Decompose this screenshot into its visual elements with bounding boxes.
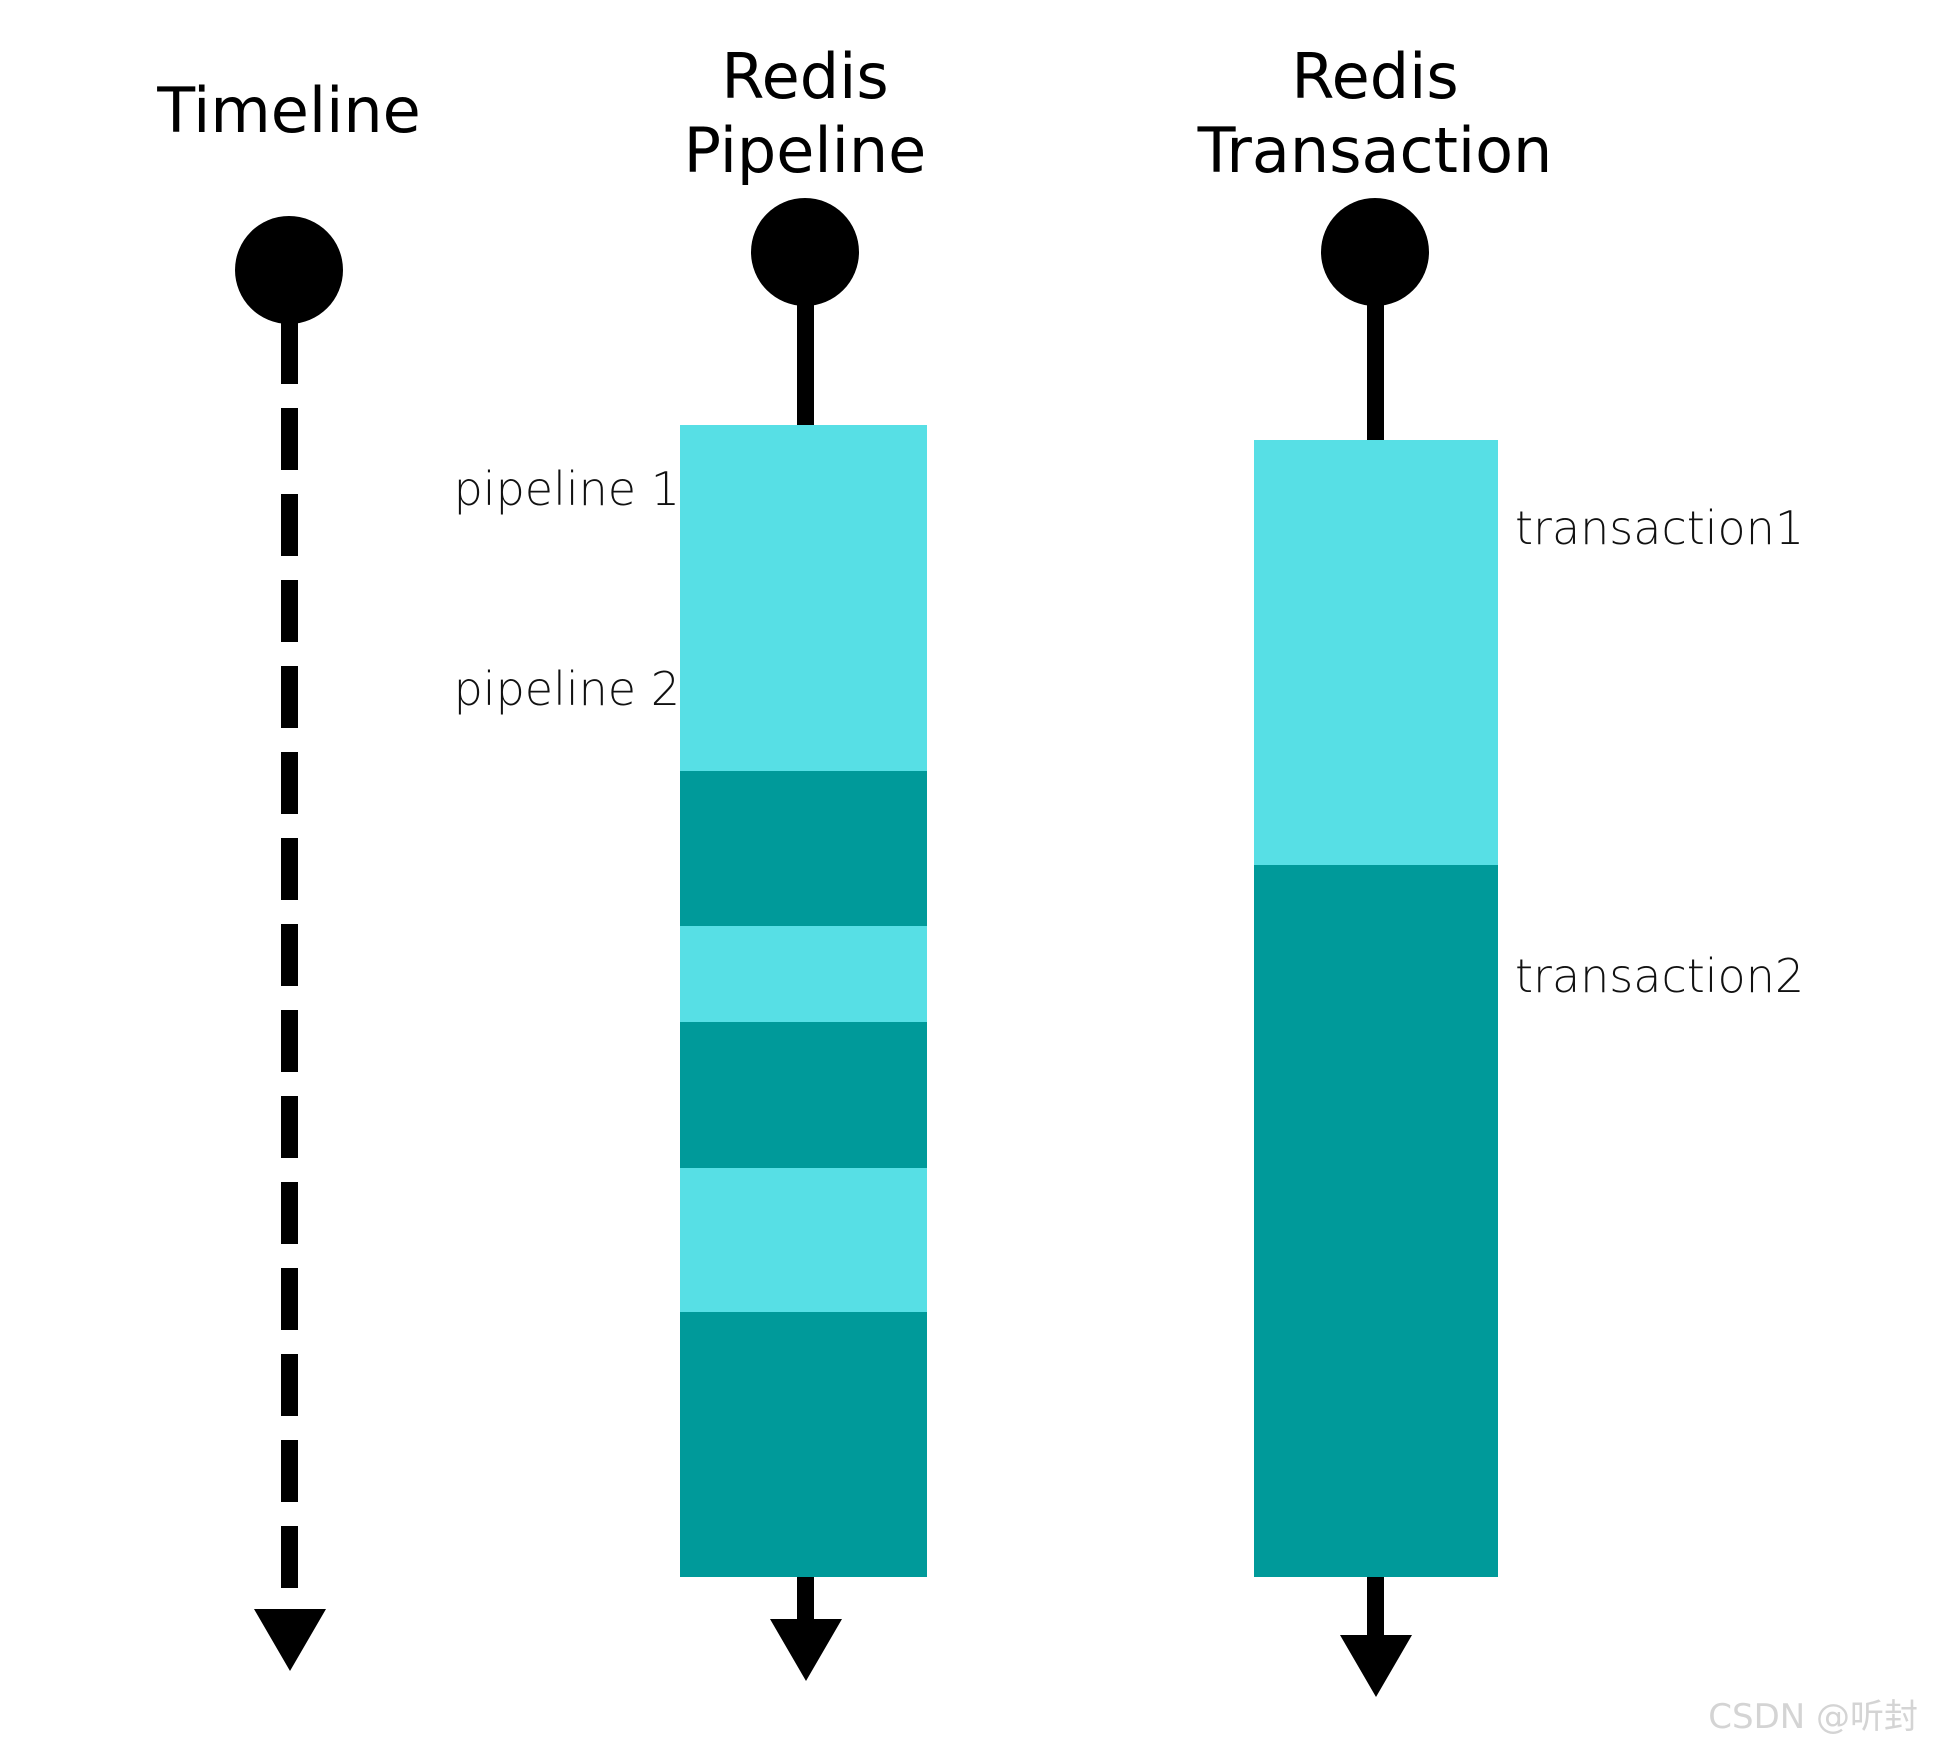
pipeline-start-dot-icon	[751, 198, 859, 306]
transaction-stacked-bar	[1254, 440, 1498, 1577]
pipeline-segment-1	[680, 425, 927, 771]
pipeline-connector-line	[797, 300, 814, 430]
csdn-watermark: CSDN @听封	[1708, 1697, 1918, 1737]
timeline-dashed-line	[281, 322, 298, 1594]
column-title-redis-pipeline: Redis Pipeline	[683, 40, 927, 187]
timeline-start-dot-icon	[235, 216, 343, 324]
transaction-segment-2	[1254, 865, 1498, 1577]
pipeline-segment-6	[680, 1312, 927, 1577]
timeline-arrowhead-icon	[254, 1609, 326, 1671]
label-transaction-2: transaction2	[1515, 949, 1805, 1003]
pipeline-segment-4	[680, 1022, 927, 1168]
pipeline-segment-5	[680, 1168, 927, 1312]
pipeline-segment-3	[680, 926, 927, 1022]
label-pipeline-2: pipeline 2	[453, 662, 680, 716]
transaction-arrowhead-icon	[1340, 1635, 1412, 1697]
column-title-redis-transaction: Redis Transaction	[1197, 40, 1553, 187]
transaction-segment-1	[1254, 440, 1498, 865]
pipeline-stacked-bar	[680, 425, 927, 1577]
pipeline-segment-2	[680, 771, 927, 926]
transaction-tail-line	[1367, 1577, 1384, 1639]
column-title-timeline: Timeline	[157, 74, 421, 147]
label-pipeline-1: pipeline 1	[453, 462, 680, 516]
label-transaction-1: transaction1	[1515, 501, 1805, 555]
pipeline-arrowhead-icon	[770, 1619, 842, 1681]
transaction-start-dot-icon	[1321, 198, 1429, 306]
transaction-connector-line	[1367, 300, 1384, 445]
pipeline-tail-line	[797, 1577, 814, 1627]
